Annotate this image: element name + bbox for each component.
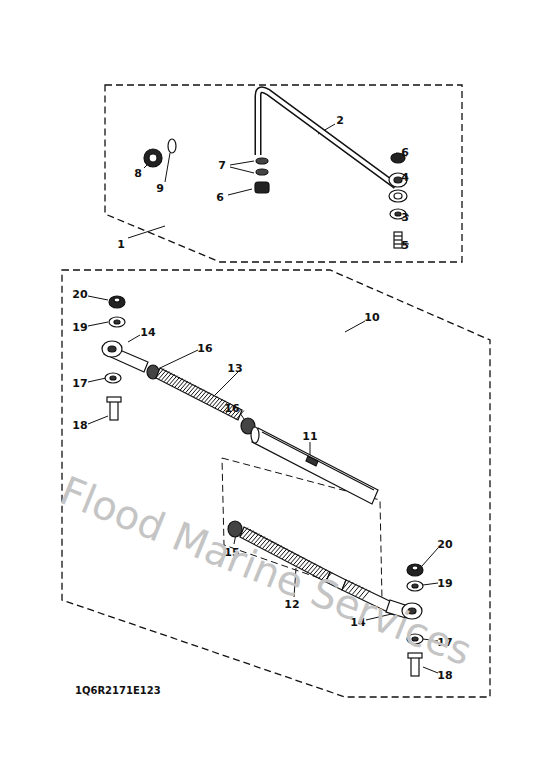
thread-stroke	[162, 371, 170, 380]
thread-stroke	[170, 376, 178, 385]
thread-stroke	[207, 395, 215, 404]
callout-number: 19	[437, 578, 452, 589]
thread-stroke	[186, 384, 194, 393]
callout-number: 20	[437, 539, 452, 550]
thread-stroke	[263, 540, 271, 549]
callout-number: 6	[216, 192, 224, 203]
callout-number: 11	[302, 431, 317, 442]
callout-number: 8	[134, 168, 142, 179]
drawing-code: 1Q6R2171E123	[75, 686, 161, 696]
callout-number: 3	[401, 212, 409, 223]
thread-stroke	[210, 397, 218, 406]
thread-stroke	[204, 394, 212, 403]
thread-stroke	[178, 380, 186, 389]
callout-number: 17	[72, 378, 87, 389]
callout-number: 19	[72, 322, 87, 333]
callout-number: 20	[72, 289, 87, 300]
callout-number: 14	[140, 327, 155, 338]
callout-number: 1	[117, 239, 125, 250]
thread-stroke	[183, 383, 191, 392]
thread-stroke	[191, 387, 199, 396]
callout-number: 4	[401, 172, 409, 183]
thread-stroke	[156, 369, 164, 378]
thread-stroke	[180, 381, 188, 390]
thread-stroke	[240, 528, 248, 537]
thread-stroke	[246, 531, 254, 540]
thread-stroke	[188, 385, 196, 394]
thread-stroke	[164, 373, 172, 382]
callout-number: 6	[401, 147, 409, 158]
thread-stroke	[257, 537, 265, 546]
thread-stroke	[254, 535, 262, 544]
thread-stroke	[175, 378, 183, 387]
thread-stroke	[243, 529, 251, 538]
thread-stroke	[212, 398, 220, 407]
callout-number: 18	[72, 420, 87, 431]
thread-stroke	[167, 374, 175, 383]
callout-number: 10	[364, 312, 379, 323]
callout-number: 16	[224, 403, 239, 414]
callout-number: 18	[437, 670, 452, 681]
thread-stroke	[172, 377, 180, 386]
callout-number: 13	[227, 363, 242, 374]
thread-stroke	[249, 532, 257, 541]
thread-stroke	[194, 388, 202, 397]
thread-stroke	[215, 399, 223, 408]
callout-number: 9	[156, 183, 164, 194]
callout-number: 16	[197, 343, 212, 354]
thread-stroke	[260, 538, 268, 547]
callout-number: 7	[218, 160, 226, 171]
callout-number: 2	[336, 115, 344, 126]
thread-stroke	[202, 392, 210, 401]
thread-stroke	[218, 401, 226, 410]
thread-stroke	[251, 534, 259, 543]
thread-stroke	[196, 390, 204, 399]
thread-stroke	[159, 370, 167, 379]
callout-number: 5	[401, 240, 409, 251]
thread-stroke	[199, 391, 207, 400]
